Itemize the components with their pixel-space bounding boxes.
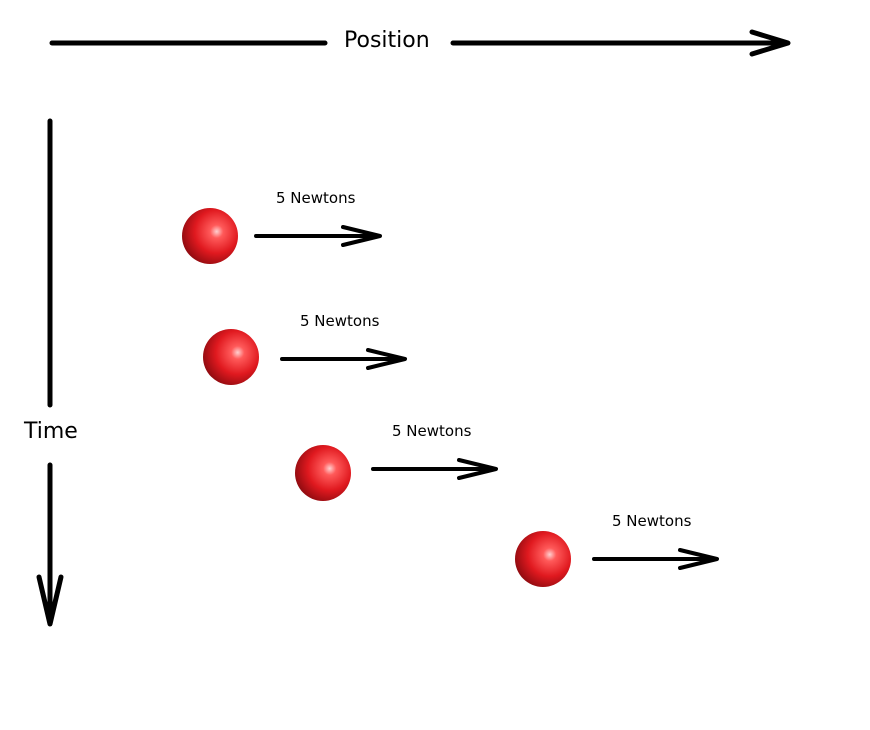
time-arrowhead-icon bbox=[36, 574, 64, 627]
position-axis-label: Position bbox=[336, 28, 438, 53]
position-axis bbox=[49, 29, 791, 57]
force-label: 5 Newtons bbox=[300, 312, 380, 330]
time-axis bbox=[36, 118, 64, 627]
snapshot-3 bbox=[295, 445, 498, 501]
snapshot-4 bbox=[515, 531, 719, 587]
force-arrow-icon bbox=[592, 548, 719, 570]
force-arrow-icon bbox=[371, 458, 498, 480]
ball-icon bbox=[203, 329, 259, 385]
force-arrow-icon bbox=[280, 348, 407, 370]
time-axis-label: Time bbox=[24, 419, 78, 444]
force-label: 5 Newtons bbox=[276, 189, 356, 207]
ball-icon bbox=[295, 445, 351, 501]
force-label: 5 Newtons bbox=[392, 422, 472, 440]
position-arrowhead-icon bbox=[749, 29, 791, 57]
force-label: 5 Newtons bbox=[612, 512, 692, 530]
snapshot-1 bbox=[182, 208, 382, 264]
ball-icon bbox=[515, 531, 571, 587]
snapshot-2 bbox=[203, 329, 407, 385]
ball-icon bbox=[182, 208, 238, 264]
force-arrow-icon bbox=[254, 225, 382, 247]
